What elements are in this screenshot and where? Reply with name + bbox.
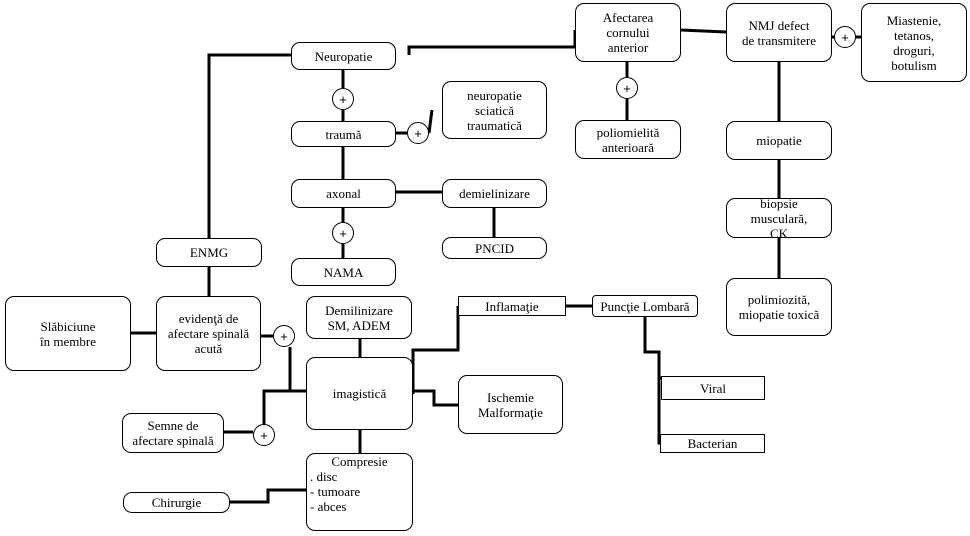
node-ischemie: Ischemie Malformaţie xyxy=(458,375,563,434)
plus-evidenta-imagistica: + xyxy=(273,325,295,347)
node-imagistica: imagistică xyxy=(306,357,413,430)
node-biopsie: biopsie musculară, CK xyxy=(726,196,832,241)
node-chirurgie: Chirurgie xyxy=(123,492,230,513)
node-enmg: ENMG xyxy=(156,238,262,267)
node-demilinizare-sm: Demilinizare SM, ADEM xyxy=(306,296,412,339)
plus-afectarea-poliomielita: + xyxy=(616,77,638,99)
node-inflamatie: Inflamaţie xyxy=(458,296,566,316)
connector-plus-sciatica xyxy=(427,109,434,134)
node-nmj-defect: NMJ defect de transmitere xyxy=(726,3,832,62)
connector-imagistica-left xyxy=(262,389,306,435)
plus-semne-imagistica: + xyxy=(253,424,275,446)
connector-compresie-chirurgie xyxy=(230,488,306,504)
connector-enmg-neuropatie xyxy=(207,53,291,238)
connector-imagistica-ischemie xyxy=(413,389,458,407)
node-neuropatie: Neuropatie xyxy=(291,42,396,70)
node-evidenta: evidenţă de afectare spinală acută xyxy=(156,296,261,371)
node-neuropatie-sciatica: neuropatie sciatică traumatică xyxy=(442,81,547,139)
compresie-item-abces: - abces xyxy=(310,499,347,514)
compresie-title: Compresie xyxy=(331,454,388,469)
plus-axonal-nama: + xyxy=(332,222,354,244)
connector-afectarea-nmj xyxy=(680,28,727,34)
node-miastenie: Miastenie, tetanos, droguri, botulism xyxy=(861,3,967,82)
node-trauma: traumă xyxy=(291,121,396,147)
node-semne: Semne de afectare spinală xyxy=(122,413,224,453)
plus-nmj-miastenie: + xyxy=(834,26,856,48)
connector-imagistica-inflamatie xyxy=(411,306,460,394)
plus-neuropatie-trauma: + xyxy=(332,88,354,110)
node-slabiciune: Slăbiciune în membre xyxy=(5,296,131,371)
compresie-item-disc: . disc xyxy=(310,469,338,484)
node-poliomielita: poliomielită anterioară xyxy=(575,120,681,159)
node-polimiozita: polimiozită, miopatie toxică xyxy=(726,278,832,336)
node-demielinizare: demielinizare xyxy=(442,179,547,208)
node-afectarea-cornului: Afectarea cornului anterior xyxy=(575,3,681,62)
node-bacterian: Bacterian xyxy=(660,434,765,453)
node-pncid: PNCID xyxy=(442,237,547,259)
node-nama: NAMA xyxy=(291,258,396,286)
node-punctie: Puncţie Lombară xyxy=(592,295,698,317)
compresie-item-tumoare: - tumoare xyxy=(310,484,361,499)
connector-neuropatie-afectarea xyxy=(407,30,577,55)
plus-trauma-sciatica: + xyxy=(407,122,429,144)
node-miopatie: miopatie xyxy=(726,121,832,160)
node-compresie: Compresie . disc - tumoare - abces xyxy=(306,453,413,531)
node-viral: Viral xyxy=(661,376,765,400)
node-axonal: axonal xyxy=(291,179,396,208)
connector-punctie-viral xyxy=(643,317,661,380)
